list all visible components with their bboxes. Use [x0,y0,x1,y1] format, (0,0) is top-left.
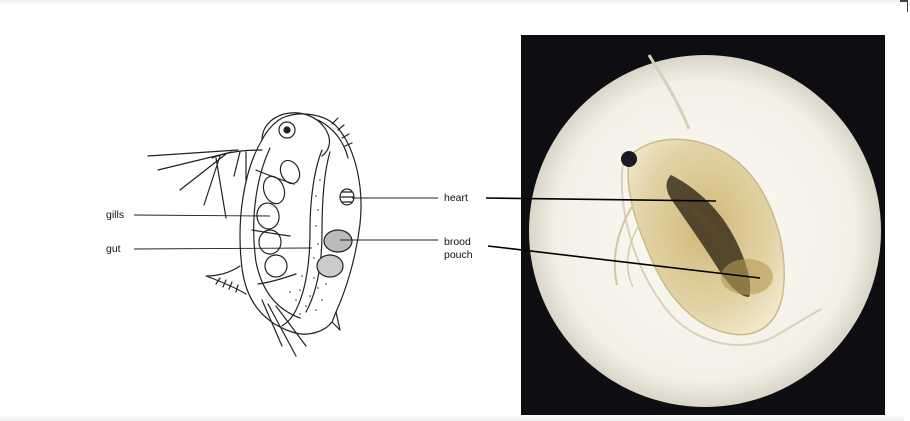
label-heart: heart [444,193,468,204]
label-gills: gills [106,210,124,221]
brood-leader-photo [488,246,760,278]
bottom-divider [0,415,904,421]
label-pouch: pouch [444,250,473,261]
label-brood: brood [444,237,471,248]
heart-leader-photo [486,198,716,201]
label-gut: gut [106,244,121,255]
